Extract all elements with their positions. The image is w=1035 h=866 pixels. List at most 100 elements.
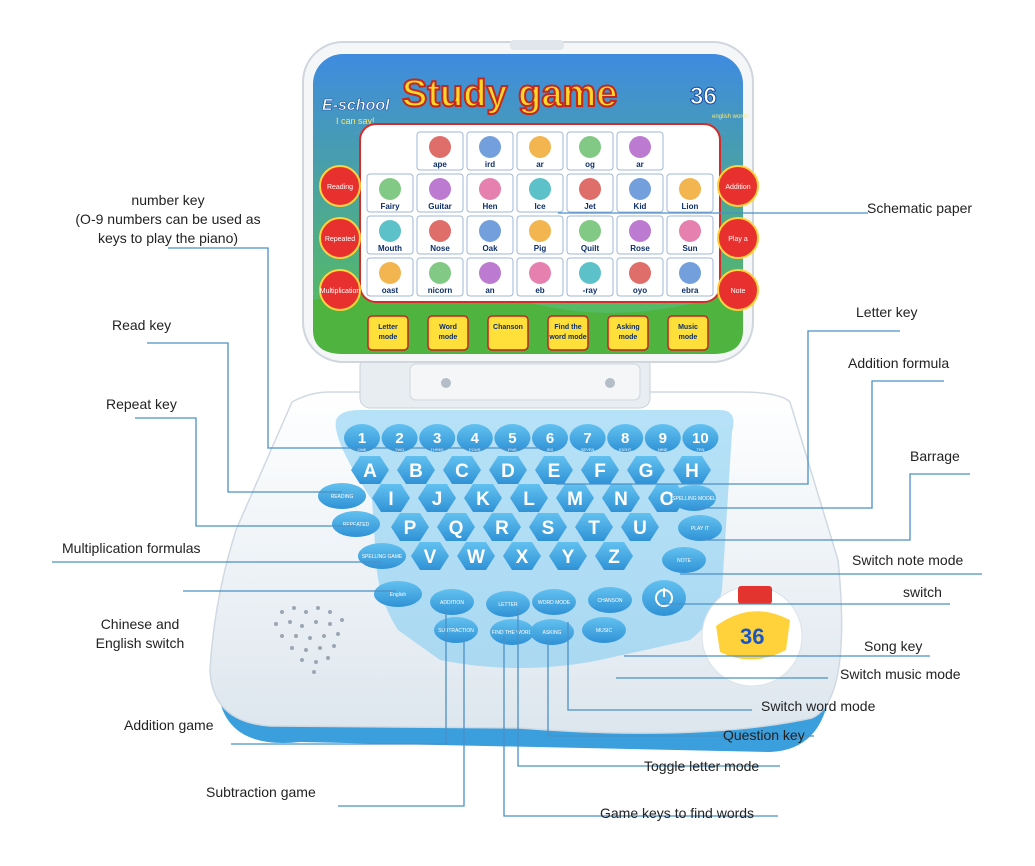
word-picture	[529, 262, 551, 284]
word-card: oast	[366, 257, 414, 297]
speaker-hole	[290, 646, 294, 650]
right-function-key-label: NOTE	[677, 558, 692, 564]
number-key-word: FIVE	[508, 447, 517, 452]
word-picture	[479, 136, 501, 158]
left-function-key-label: READING	[331, 494, 354, 500]
word-label: -ray	[583, 286, 598, 295]
letter-key-label: P	[404, 518, 417, 539]
word-label: Jet	[584, 202, 596, 211]
word-picture	[579, 220, 601, 242]
letter-key-label: A	[363, 461, 377, 482]
speaker-hole	[308, 636, 312, 640]
letter-key-label: N	[614, 489, 628, 510]
letter-key: T	[575, 513, 613, 541]
word-card: eb	[516, 257, 564, 297]
label-switch-music-mode: Switch music mode	[840, 666, 961, 682]
word-label: an	[485, 286, 494, 295]
bottom-function-key-label: FIND THE WORD	[492, 630, 533, 636]
speaker-hole	[300, 658, 304, 662]
word-picture	[379, 178, 401, 200]
speaker-hole	[304, 648, 308, 652]
word-label: og	[585, 160, 595, 169]
letter-key: W	[457, 542, 495, 570]
label-switch-note-mode: Switch note mode	[852, 552, 964, 568]
letter-key-label: B	[409, 461, 423, 482]
letter-key-label: G	[639, 461, 654, 482]
number-key-label: 3	[433, 430, 441, 447]
number-key-word: SEVEN	[581, 447, 595, 452]
word-picture	[429, 136, 451, 158]
letter-key-label: R	[495, 518, 509, 539]
letter-key: R	[483, 513, 521, 541]
speaker-hole	[316, 606, 320, 610]
word-label: Fairy	[380, 202, 400, 211]
speaker-hole	[274, 622, 278, 626]
letter-key: N	[602, 484, 640, 512]
label-game-keys: Game keys to find words	[600, 805, 755, 821]
number-key-word: EIGHT	[619, 447, 632, 452]
number-key-label: 7	[583, 430, 591, 447]
number-key-word: THREE	[430, 447, 444, 452]
letter-key: H	[673, 456, 711, 484]
speaker-hole	[280, 610, 284, 614]
word-card: Nose	[416, 215, 464, 255]
badge-number: 36	[690, 83, 717, 110]
mode-button-label: Find the	[554, 324, 581, 331]
screen-side-left-button: Multiplication	[319, 269, 361, 311]
letter-key-label: Y	[562, 547, 575, 568]
leader-game-keys	[503, 636, 778, 817]
letter-key-label: O	[660, 489, 675, 510]
speaker-hole	[294, 634, 298, 638]
word-label: Mouth	[378, 244, 402, 253]
brand-left-sub: I can say!	[336, 116, 375, 126]
speaker-hole	[336, 632, 340, 636]
number-key-label: 5	[508, 430, 516, 447]
word-card: Quilt	[566, 215, 614, 255]
word-card: Sun	[666, 215, 714, 255]
letter-key: E	[535, 456, 573, 484]
label-subtraction-game: Subtraction game	[206, 784, 316, 800]
label-song-key: Song key	[864, 638, 923, 654]
right-function-key: SPELLING MODEL	[672, 485, 716, 511]
screen-side-left-button: Reading	[319, 165, 361, 207]
speaker-hole	[280, 634, 284, 638]
word-card: -ray	[566, 257, 614, 297]
word-label: ird	[485, 160, 495, 169]
letter-key-label: U	[633, 518, 647, 539]
word-label: ar	[536, 160, 544, 169]
word-picture	[579, 178, 601, 200]
word-card: Guitar	[416, 173, 464, 213]
left-function-key-label: REPEATED	[343, 522, 370, 528]
leader-toggle-letter-mode	[517, 608, 780, 767]
hinge-screw-left	[441, 378, 451, 388]
speaker-hole	[328, 610, 332, 614]
bottom-function-key-label: WORD MODE	[538, 600, 571, 606]
word-card: ar	[516, 131, 564, 171]
word-card: Lion	[666, 173, 714, 213]
letter-key: X	[503, 542, 541, 570]
sticker-number: 36	[740, 624, 764, 649]
speaker-hole	[328, 622, 332, 626]
leader-number-key	[168, 247, 548, 449]
mode-button: Chanson	[487, 315, 529, 351]
leader-addition-game	[231, 612, 447, 745]
screen-side-right-label: Play a	[728, 236, 748, 243]
right-function-key-label: PLAY IT	[691, 526, 709, 532]
speaker-hole	[322, 634, 326, 638]
word-picture	[679, 220, 701, 242]
hinge-screw-right	[605, 378, 615, 388]
screen-side-right-button: Note	[717, 269, 759, 311]
leader-barrage	[700, 473, 970, 541]
speaker-hole	[340, 618, 344, 622]
label-question-key: Question key	[723, 727, 805, 743]
letter-key-label: S	[542, 518, 555, 539]
word-label: Guitar	[428, 202, 452, 211]
speaker-hole	[314, 620, 318, 624]
letter-key: C	[443, 456, 481, 484]
